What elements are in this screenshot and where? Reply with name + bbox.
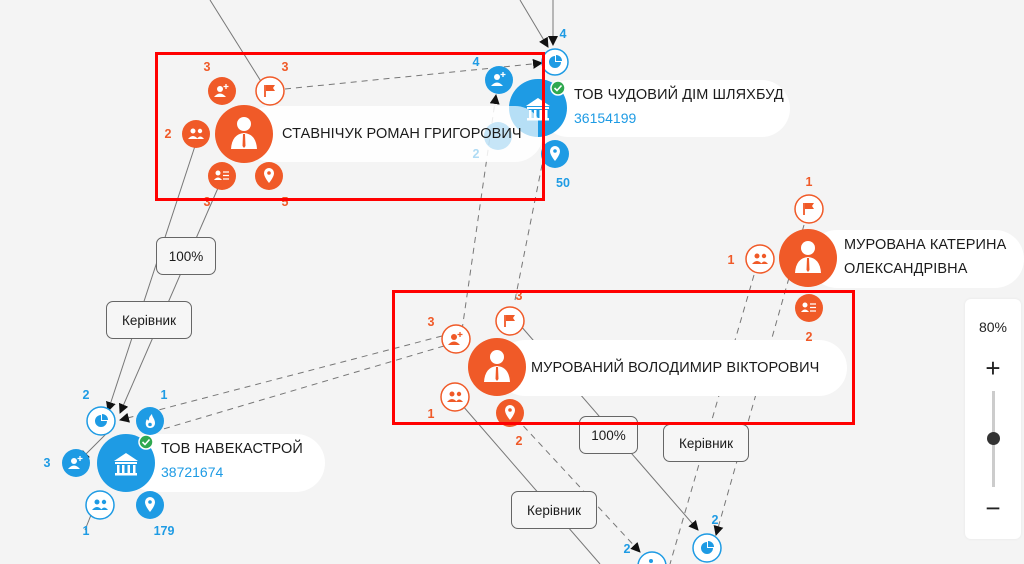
edges-dashed — [119, 58, 805, 564]
count-badge: 50 — [556, 176, 570, 190]
edge — [515, 417, 641, 553]
node-code-navekastroi[interactable]: 38721674 — [161, 464, 224, 480]
count-badge: 3 — [427, 315, 435, 329]
count-badge: 2 — [472, 147, 480, 161]
node-name-stavnichuk[interactable]: СТАВНІЧУК РОМАН ГРИГОРОВИЧ — [282, 126, 522, 142]
count-badge: 2 — [711, 513, 719, 527]
edge-label-role[interactable]: Керівник — [511, 491, 597, 529]
edge — [159, 345, 445, 431]
edge — [461, 404, 601, 564]
edge-label-role[interactable]: Керівник — [663, 424, 749, 462]
count-badge: 2 — [623, 542, 631, 556]
count-badge: 1 — [805, 175, 813, 189]
edge-label-share[interactable]: 100% — [156, 237, 216, 275]
count-badge: 4 — [472, 55, 480, 69]
zoom-slider-thumb[interactable] — [987, 432, 1000, 445]
count-badge: 2 — [515, 434, 523, 448]
node-name-navekastroi[interactable]: ТОВ НАВЕКАСТРОЙ — [161, 441, 303, 457]
node-label-murovanyi — [497, 340, 847, 396]
edge — [713, 224, 805, 536]
count-badge: 4 — [559, 27, 567, 41]
count-badge: 2 — [82, 388, 90, 402]
count-badge: 1 — [727, 253, 735, 267]
node-name-murovana-line2[interactable]: ОЛЕКСАНДРІВНА — [844, 261, 968, 277]
count-badge: 5 — [281, 195, 289, 209]
edge-label-role[interactable]: Керівник — [106, 301, 192, 339]
node-label-chudovyi — [540, 80, 790, 137]
node-code-chudovyi[interactable]: 36154199 — [574, 110, 637, 126]
zoom-level: 80% — [978, 319, 1008, 335]
zoom-control: 80% + − — [965, 299, 1021, 539]
count-badge: 3 — [515, 289, 523, 303]
edge — [519, 0, 549, 48]
edge — [514, 149, 546, 301]
count-badge: 1 — [427, 407, 435, 421]
count-badge: 2 — [805, 330, 813, 344]
count-badge: 3 — [281, 60, 289, 74]
edge — [106, 145, 196, 412]
count-badge: 3 — [203, 60, 211, 74]
count-badge: 1 — [82, 524, 90, 538]
edge — [209, 0, 263, 84]
zoom-out-button[interactable]: − — [985, 493, 1001, 523]
node-name-murovana-line1[interactable]: МУРОВАНА КАТЕРИНА — [844, 237, 1007, 253]
edge — [119, 335, 443, 423]
edge — [79, 429, 111, 461]
node-label-murovana — [808, 230, 1024, 288]
edge-label-share[interactable]: 100% — [579, 416, 638, 454]
count-badge: 3 — [203, 195, 211, 209]
node-label-stavnichuk — [243, 106, 543, 162]
count-badge: 179 — [153, 524, 175, 538]
edge — [284, 58, 543, 90]
count-badge: 1 — [160, 388, 168, 402]
zoom-in-button[interactable]: + — [985, 353, 1001, 383]
node-label-navekastroi — [125, 434, 325, 492]
edge — [119, 187, 219, 414]
node-name-chudovyi[interactable]: ТОВ ЧУДОВИЙ ДІМ ШЛЯХБУД — [574, 87, 784, 103]
node-name-murovanyi[interactable]: МУРОВАНИЙ ВОЛОДИМИР ВІКТОРОВИЧ — [531, 360, 820, 376]
count-badge: 2 — [164, 127, 172, 141]
count-badge: 3 — [43, 456, 51, 470]
